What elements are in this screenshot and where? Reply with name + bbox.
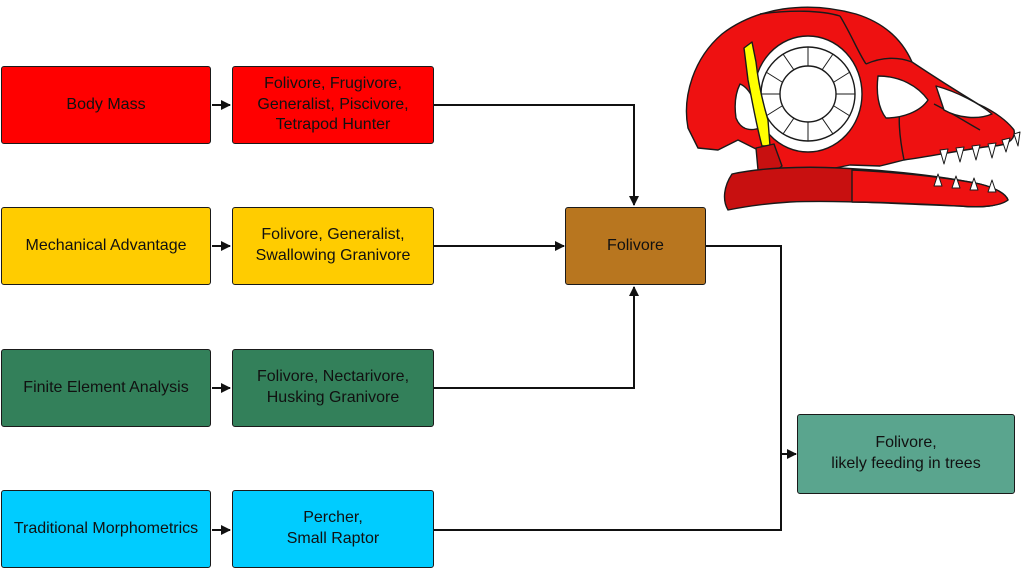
result-box-finite-element-analysis: Folivore, Nectarivore, Husking Granivore xyxy=(232,349,434,427)
connector-result1-to-center xyxy=(434,104,639,206)
skull-illustration xyxy=(685,6,1021,211)
result-line: Generalist, Piscivore, xyxy=(257,95,409,113)
connector-result4-to-merge xyxy=(434,454,782,531)
conclusion-line: likely feeding in trees xyxy=(831,455,981,472)
sclerotic-ring-plates xyxy=(761,47,855,141)
method-box-traditional-morphometrics: Traditional Morphometrics xyxy=(1,490,211,568)
conclusion-line: Folivore, xyxy=(875,434,937,452)
result-box-body-mass: Folivore, Frugivore, Generalist, Piscivo… xyxy=(232,66,434,144)
result-line: Husking Granivore xyxy=(266,389,400,406)
skull-jaw-red-part xyxy=(851,169,1009,208)
sclerotic-ring-inner xyxy=(779,65,837,123)
result-box-traditional-morphometrics: Percher, Small Raptor xyxy=(232,490,434,568)
method-label: Traditional Morphometrics xyxy=(13,519,199,537)
consensus-label: Folivore xyxy=(607,236,664,254)
skull-suture-lines xyxy=(759,10,981,161)
connectors xyxy=(212,100,797,535)
result-line: Folivore, Generalist, xyxy=(261,226,405,244)
result-line: Folivore, Nectarivore, xyxy=(256,368,410,386)
result-line: Percher, xyxy=(303,509,363,527)
method-label: Finite Element Analysis xyxy=(23,378,189,396)
result-line: Folivore, Frugivore, xyxy=(264,74,402,92)
connector-center-to-final xyxy=(706,245,797,459)
result-line: Small Raptor xyxy=(286,530,380,547)
result-line: Swallowing Granivore xyxy=(255,247,411,264)
skull-lower-teeth xyxy=(933,173,997,193)
method-box-body-mass: Body Mass xyxy=(1,66,211,144)
method-box-finite-element-analysis: Finite Element Analysis xyxy=(1,349,211,427)
method-box-mechanical-advantage: Mechanical Advantage xyxy=(1,207,211,285)
method-label: Body Mass xyxy=(66,95,146,113)
skull-upper-teeth xyxy=(939,131,1021,165)
method-label: Mechanical Advantage xyxy=(25,236,187,254)
result-box-mechanical-advantage: Folivore, Generalist, Swallowing Granivo… xyxy=(232,207,434,285)
consensus-box-folivore: Folivore xyxy=(565,207,706,285)
result-line: Tetrapod Hunter xyxy=(275,116,391,134)
conclusion-box: Folivore, likely feeding in trees xyxy=(797,414,1015,494)
connector-result3-to-center xyxy=(434,286,639,389)
skull-antorbital-fenestra xyxy=(876,75,929,119)
skull-naris xyxy=(935,85,993,119)
